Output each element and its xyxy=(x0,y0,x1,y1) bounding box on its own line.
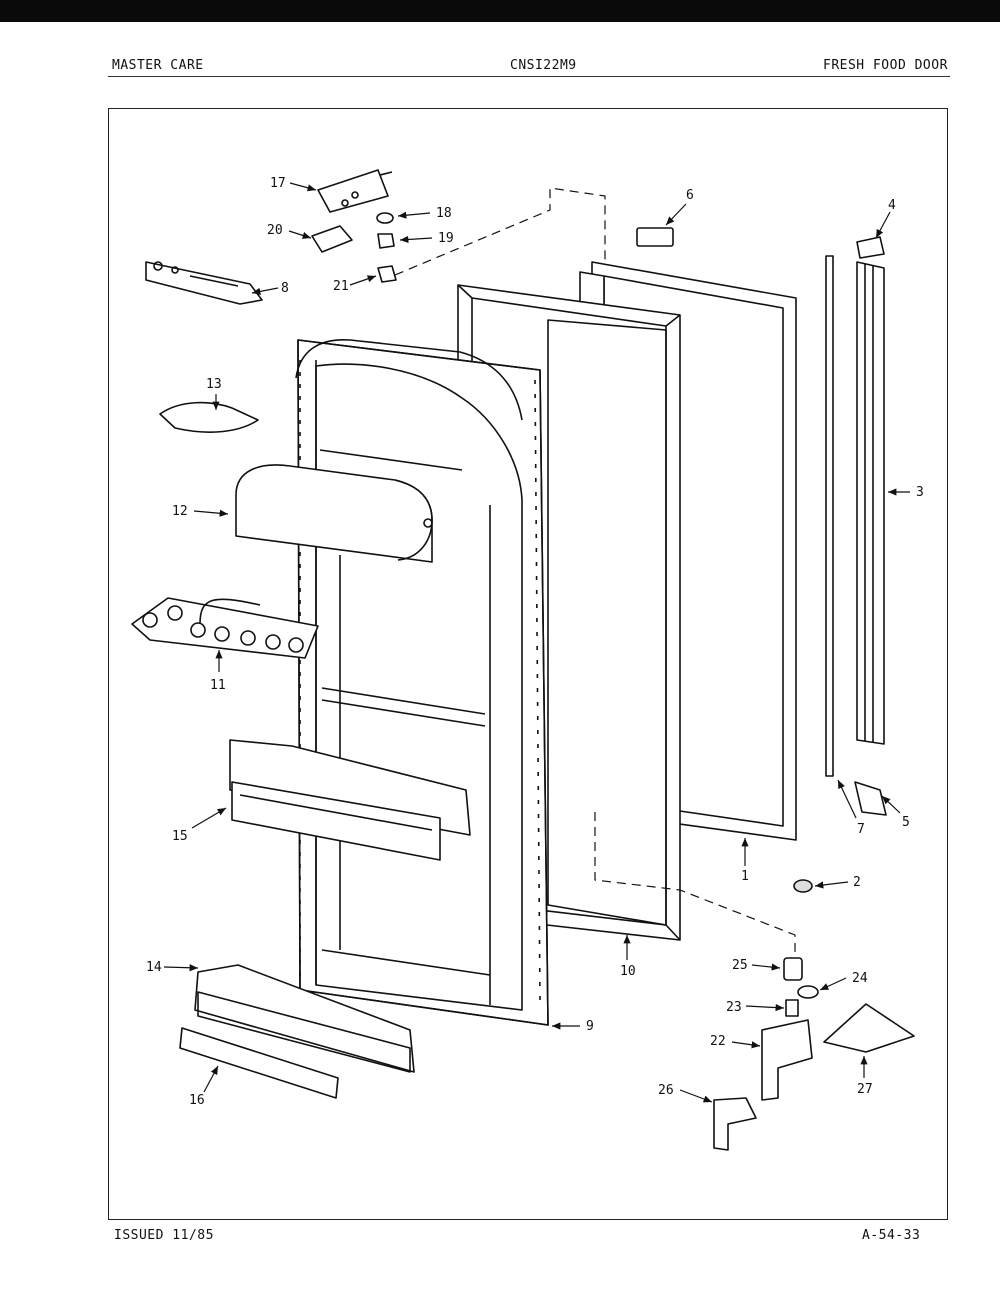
butter-lid-bracket xyxy=(159,401,259,433)
callout-19: 19 xyxy=(438,231,454,246)
footer-page-code: A-54-33 xyxy=(862,1228,921,1243)
callout-15: 15 xyxy=(172,829,188,844)
callout-12: 12 xyxy=(172,504,188,519)
door-cam xyxy=(713,1097,757,1151)
callout-5: 5 xyxy=(902,815,910,830)
bottom-hinge-shim xyxy=(823,1003,915,1053)
door-shelf xyxy=(229,739,471,861)
spacer xyxy=(783,957,803,981)
callout-7: 7 xyxy=(857,822,865,837)
bottom-hinge xyxy=(761,1019,813,1101)
bottom-door-bin xyxy=(194,964,415,1073)
callout-21: 21 xyxy=(333,279,349,294)
dairy-compartment-cover xyxy=(235,464,433,563)
callout-27: 27 xyxy=(857,1082,873,1097)
callout-11: 11 xyxy=(210,678,226,693)
callout-4: 4 xyxy=(888,198,896,213)
header-section: FRESH FOOD DOOR xyxy=(823,58,948,73)
bushing xyxy=(377,233,395,249)
callout-24: 24 xyxy=(852,971,868,986)
header-brand: MASTER CARE xyxy=(112,58,204,73)
door-stop xyxy=(145,261,263,305)
top-hinge xyxy=(317,169,393,213)
door-strip xyxy=(825,255,834,777)
callout-22: 22 xyxy=(710,1034,726,1049)
diagram-frame xyxy=(108,108,948,1220)
plug xyxy=(793,879,813,893)
footer-issued: ISSUED 11/85 xyxy=(114,1228,214,1243)
top-black-bar xyxy=(0,0,1000,22)
callout-1: 1 xyxy=(741,869,749,884)
leader-arrows xyxy=(163,182,910,1103)
callout-26: 26 xyxy=(658,1083,674,1098)
callout-16: 16 xyxy=(189,1093,205,1108)
callout-6: 6 xyxy=(686,188,694,203)
header-model: CNSI22M9 xyxy=(510,58,577,73)
callout-2: 2 xyxy=(853,875,861,890)
egg-tray xyxy=(131,597,319,659)
callout-8: 8 xyxy=(281,281,289,296)
callout-18: 18 xyxy=(436,206,452,221)
nut xyxy=(377,265,397,283)
callout-9: 9 xyxy=(586,1019,594,1034)
bottom-washer xyxy=(797,985,819,999)
nameplate xyxy=(636,227,674,247)
callout-13: 13 xyxy=(206,377,222,392)
callout-labels: 17 18 19 20 21 8 6 4 13 12 3 11 15 7 5 2… xyxy=(146,176,924,1108)
callout-20: 20 xyxy=(267,223,283,238)
end-cap-top xyxy=(856,236,885,259)
inner-door-liner xyxy=(295,339,549,1026)
callout-25: 25 xyxy=(732,958,748,973)
bin-trim-strip xyxy=(179,1027,339,1099)
callout-10: 10 xyxy=(620,964,636,979)
handle-trim xyxy=(856,261,885,745)
assembly-guide-lines xyxy=(394,187,796,960)
callout-3: 3 xyxy=(916,485,924,500)
header-rule xyxy=(108,76,950,77)
callout-17: 17 xyxy=(270,176,286,191)
hinge-shim xyxy=(311,225,353,253)
washer xyxy=(376,212,394,224)
end-cap-bottom xyxy=(854,781,887,816)
hinge-pin xyxy=(785,999,799,1017)
callout-23: 23 xyxy=(726,1000,742,1015)
callout-14: 14 xyxy=(146,960,162,975)
